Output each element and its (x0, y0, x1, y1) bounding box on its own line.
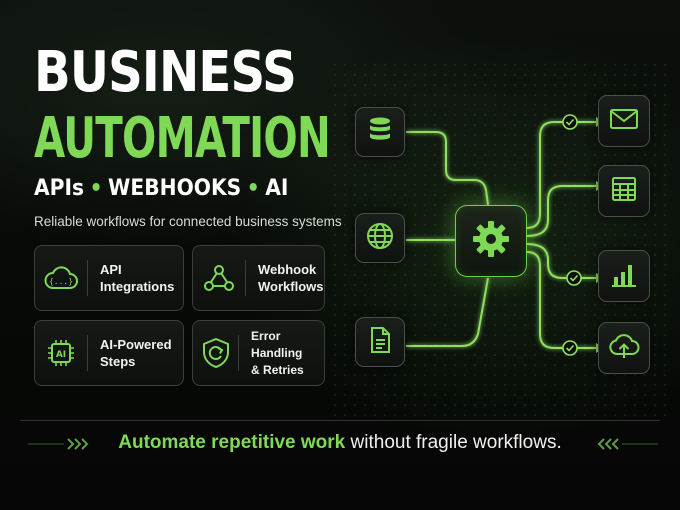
cloud-code-icon: {...} (35, 246, 87, 310)
node-database (355, 107, 405, 157)
card-divider (87, 335, 88, 371)
connector-hub-to-cloud (526, 251, 596, 349)
node-mail (598, 95, 650, 147)
node-cloud-upload (598, 322, 650, 374)
cloud-upload-icon (608, 332, 640, 365)
feature-card-webhook-workflows: Webhook Workflows (192, 245, 325, 311)
title-business: BUSINESS (34, 40, 297, 105)
node-bar-chart (598, 250, 650, 302)
feature-label-line1: API (100, 262, 122, 277)
check-circle-icon (566, 270, 582, 286)
footer-divider (20, 420, 660, 468)
tagline: Reliable workflows for connected busines… (34, 214, 342, 229)
feature-card-ai-powered-steps: AI AI-Powered Steps (34, 320, 184, 386)
node-document (355, 317, 405, 367)
footer-tagline: Automate repetitive work without fragile… (0, 432, 680, 454)
node-globe (355, 213, 405, 263)
subtitle-separator: • (89, 176, 103, 201)
subtitle-webhooks: WEBHOOKS (108, 176, 242, 201)
ai-chip-text: AI (56, 350, 66, 360)
subtitle: APIs•WEBHOOKS•AI (34, 176, 310, 201)
connector-hub-to-chart (526, 243, 596, 279)
feature-label: Error Handling & Retries (239, 328, 324, 379)
chevrons-right-icon (28, 436, 94, 452)
card-divider (245, 260, 246, 296)
feature-label-line1: Error Handling (251, 328, 303, 360)
feature-label: AI-Powered Steps (88, 336, 172, 370)
webhook-icon (193, 246, 245, 310)
shield-retry-icon (193, 321, 238, 385)
node-spreadsheet (598, 165, 650, 217)
feature-card-api-integrations: {...} API Integrations (34, 245, 184, 311)
footer-rest: without fragile workflows. (350, 432, 562, 453)
connector-database-to-hub (406, 131, 489, 206)
svg-text:{...}: {...} (49, 277, 73, 286)
subtitle-separator: • (246, 176, 260, 201)
automation-hub (455, 205, 527, 277)
mail-icon (609, 108, 639, 135)
connector-document-to-hub (406, 277, 489, 347)
connector-hub-to-mail (526, 121, 596, 229)
bar-chart-icon (611, 261, 637, 292)
subtitle-ai: AI (265, 176, 289, 201)
feature-card-error-handling: Error Handling & Retries (192, 320, 325, 386)
ai-chip-icon: AI (35, 321, 87, 385)
feature-label-line2: Workflows (258, 279, 324, 294)
feature-label-line2: & Retries (251, 362, 304, 377)
feature-label-line1: AI-Powered (100, 337, 172, 352)
database-icon (367, 116, 393, 149)
check-circle-icon (562, 114, 578, 130)
spreadsheet-icon (611, 176, 637, 207)
document-icon (368, 326, 392, 359)
globe-icon (365, 221, 395, 256)
check-circle-icon (562, 340, 578, 356)
feature-label: API Integrations (88, 261, 174, 295)
subtitle-apis: APIs (34, 176, 85, 201)
gear-icon (471, 219, 511, 264)
card-divider (238, 335, 240, 371)
feature-label-line1: Webhook (258, 262, 317, 277)
feature-label-line2: Steps (100, 354, 136, 369)
card-divider (87, 260, 88, 296)
feature-label-line2: Integrations (100, 279, 175, 294)
connector-hub-to-spreadsheet (526, 185, 596, 237)
feature-label: Webhook Workflows (246, 261, 324, 295)
footer-highlight: Automate repetitive work (118, 432, 346, 453)
chevrons-left-icon (592, 436, 658, 452)
